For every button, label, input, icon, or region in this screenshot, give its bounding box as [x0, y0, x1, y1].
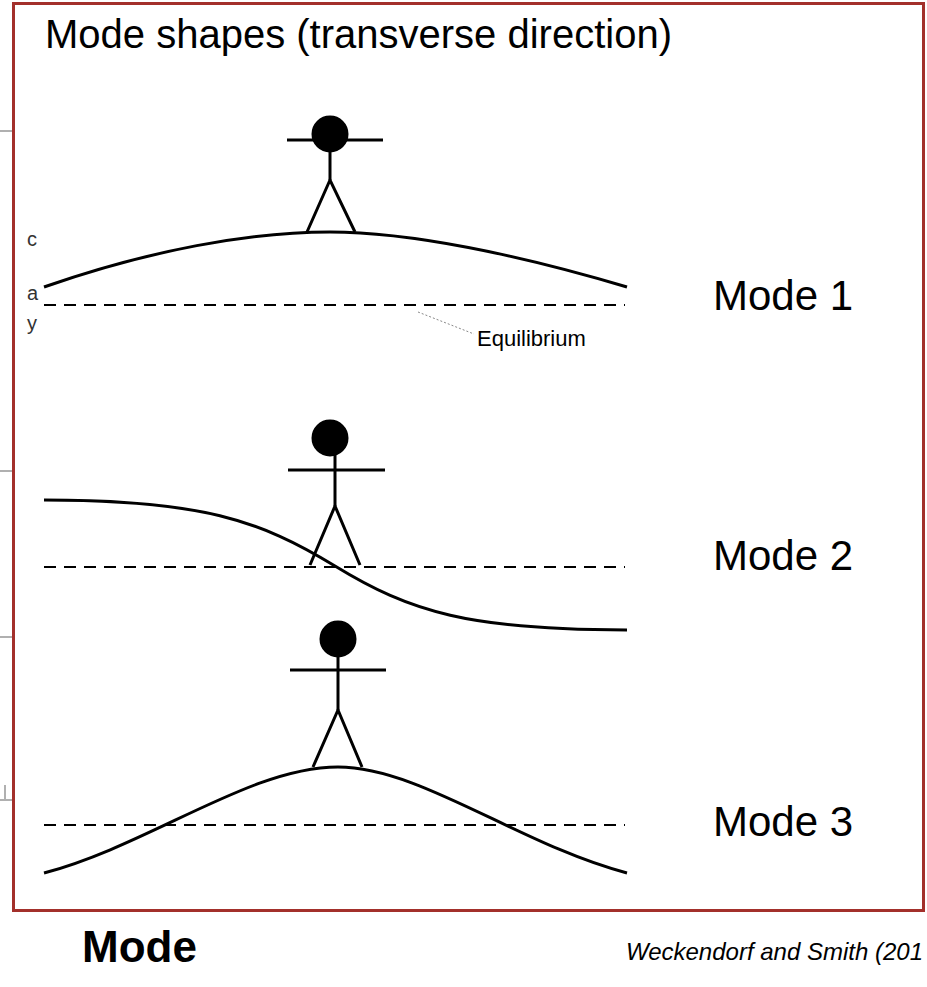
mode3-figure — [44, 622, 627, 873]
diagram-panel: Mode shapes (transverse direction) — [12, 2, 925, 912]
mode-label: Mode 1 — [713, 272, 853, 320]
panel-title: Mode shapes (transverse direction) — [45, 11, 672, 57]
background-fragment: a — [27, 282, 38, 305]
equilibrium-label: Equilibrium — [477, 326, 586, 351]
background-fragment: c — [27, 228, 37, 251]
slide-heading: Mode — [82, 922, 197, 973]
citation: Weckendorf and Smith (201 — [626, 938, 923, 966]
background-rule — [0, 131, 12, 800]
background-fragment: y — [27, 312, 37, 335]
mode2-figure — [44, 421, 627, 630]
mode-label: Mode 3 — [713, 798, 853, 846]
mode-label: Mode 2 — [713, 532, 853, 580]
mode1-figure — [44, 117, 627, 334]
